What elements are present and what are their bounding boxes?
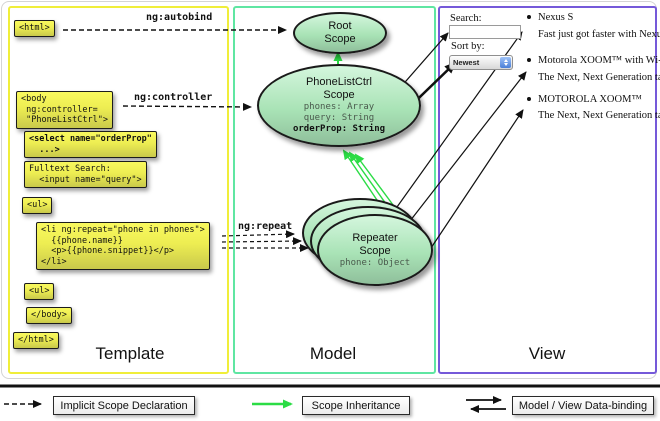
model-column <box>233 6 436 374</box>
code-li-repeat: <li ng:repeat="phone in phones"> {{phone… <box>36 222 210 270</box>
root-scope-ellipse: Root Scope <box>293 12 387 54</box>
phone-prop: phone: Object <box>339 257 411 268</box>
code-body-open: <body ng:controller= "PhoneListCtrl"> <box>16 91 113 129</box>
ng-autobind-label: ng:autobind <box>146 12 213 23</box>
phonelistctrl-scope-ellipse: PhoneListCtrl Scope phones: Array query:… <box>257 64 421 147</box>
legend-scope-inheritance: Scope Inheritance <box>302 396 410 415</box>
list-item-name: Nexus S <box>527 12 573 23</box>
bullet-icon <box>527 97 531 101</box>
code-ul-close: <ul> <box>24 283 55 300</box>
repeater-scope-title: Repeater Scope <box>352 231 398 257</box>
code-html-close: </html> <box>13 332 59 349</box>
list-item-name: Motorola XOOM™ with Wi-Fi <box>527 55 660 66</box>
sort-dropdown-value: Newest <box>453 58 480 67</box>
template-column <box>8 6 229 374</box>
code-fulltext-search: Fulltext Search: <input name="query"> <box>24 161 147 188</box>
ng-controller-label: ng:controller <box>134 92 213 103</box>
search-label: Search: <box>450 13 482 24</box>
query-prop: query: String <box>303 113 375 123</box>
bullet-icon <box>527 15 531 19</box>
list-item-desc: The Next, Next Generation tablet. <box>538 72 660 83</box>
legend-model-view-databinding: Model / View Data-binding <box>512 396 654 415</box>
model-column-label: Model <box>309 344 357 363</box>
view-column-label: View <box>528 344 566 363</box>
dropdown-stepper-icon <box>500 57 511 68</box>
list-item-name: MOTOROLA XOOM™ <box>527 94 642 105</box>
sort-dropdown[interactable]: Newest <box>449 55 513 70</box>
phonelistctrl-scope-title: PhoneListCtrl Scope <box>305 76 373 101</box>
ng-repeat-label: ng:repeat <box>238 221 293 232</box>
orderprop-prop: orderProp: String <box>292 124 386 134</box>
repeater-scope-ellipse-front: Repeater Scope phone: Object <box>317 214 433 286</box>
root-scope-title: Root Scope <box>324 20 356 45</box>
search-input[interactable] <box>449 25 521 39</box>
list-item-desc: The Next, Next Generation tablet. <box>538 110 660 121</box>
code-html-open: <html> <box>14 20 55 37</box>
template-column-label: Template <box>95 344 165 363</box>
legend-implicit-scope-declaration: Implicit Scope Declaration <box>53 396 195 415</box>
phones-prop: phones: Array <box>303 102 375 112</box>
code-ul-open: <ul> <box>22 197 53 214</box>
bullet-icon <box>527 58 531 62</box>
sort-by-label: Sort by: <box>451 41 485 52</box>
code-body-close: </body> <box>26 307 72 324</box>
list-item-desc: Fast just got faster with Nexus S. <box>538 29 660 40</box>
code-select-orderprop: <select name="orderProp" ...> <box>24 131 157 158</box>
